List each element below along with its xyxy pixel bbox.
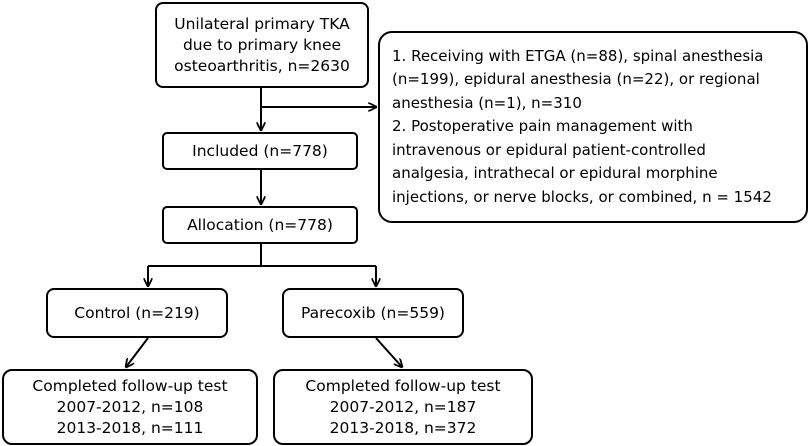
exclusion-line-6: analgesia, intrathecal or epidural morph… [392, 164, 718, 183]
arrow-parecoxib-to-followup [375, 337, 402, 367]
followup-control-line-3: 2013-2018, n=111 [56, 418, 204, 437]
followup-control-line-1: Completed follow-up test [32, 376, 228, 395]
parecoxib-label: Parecoxib (n=559) [301, 304, 445, 322]
exclusion-box: 1. Receiving with ETGA (n=88), spinal an… [378, 31, 808, 223]
followup-control-line-2: 2007-2012, n=108 [56, 397, 204, 416]
allocation-box: Allocation (n=778) [162, 206, 358, 244]
exclusion-line-5: intravenous or epidural patient-controll… [392, 140, 706, 159]
allocation-label: Allocation (n=778) [187, 216, 333, 234]
followup-control-box: Completed follow-up test 2007-2012, n=10… [2, 369, 258, 445]
start-line-3: osteoarthritis, n=2630 [174, 56, 350, 75]
parecoxib-box: Parecoxib (n=559) [282, 288, 464, 338]
followup-parecoxib-line-3: 2013-2018, n=372 [329, 418, 477, 437]
start-line-2: due to primary knee [182, 35, 342, 54]
exclusion-line-4: 2. Postoperative pain management with [392, 117, 693, 136]
exclusion-line-1: 1. Receiving with ETGA (n=88), spinal an… [392, 46, 764, 65]
included-box: Included (n=778) [162, 132, 358, 170]
exclusion-line-7: injections, or nerve blocks, or combined… [392, 187, 772, 206]
followup-parecoxib-line-1: Completed follow-up test [305, 376, 501, 395]
control-label: Control (n=219) [74, 304, 200, 322]
control-box: Control (n=219) [46, 288, 228, 338]
followup-parecoxib-box: Completed follow-up test 2007-2012, n=18… [273, 369, 533, 445]
exclusion-line-3: anesthesia (n=1), n=310 [392, 93, 582, 112]
exclusion-line-2: (n=199), epidural anesthesia (n=22), or … [392, 70, 760, 89]
followup-parecoxib-line-2: 2007-2012, n=187 [329, 397, 477, 416]
start-line-1: Unilateral primary TKA [174, 14, 350, 33]
arrow-control-to-followup [126, 337, 149, 367]
start-box: Unilateral primary TKA due to primary kn… [155, 2, 369, 88]
included-label: Included (n=778) [192, 142, 328, 160]
